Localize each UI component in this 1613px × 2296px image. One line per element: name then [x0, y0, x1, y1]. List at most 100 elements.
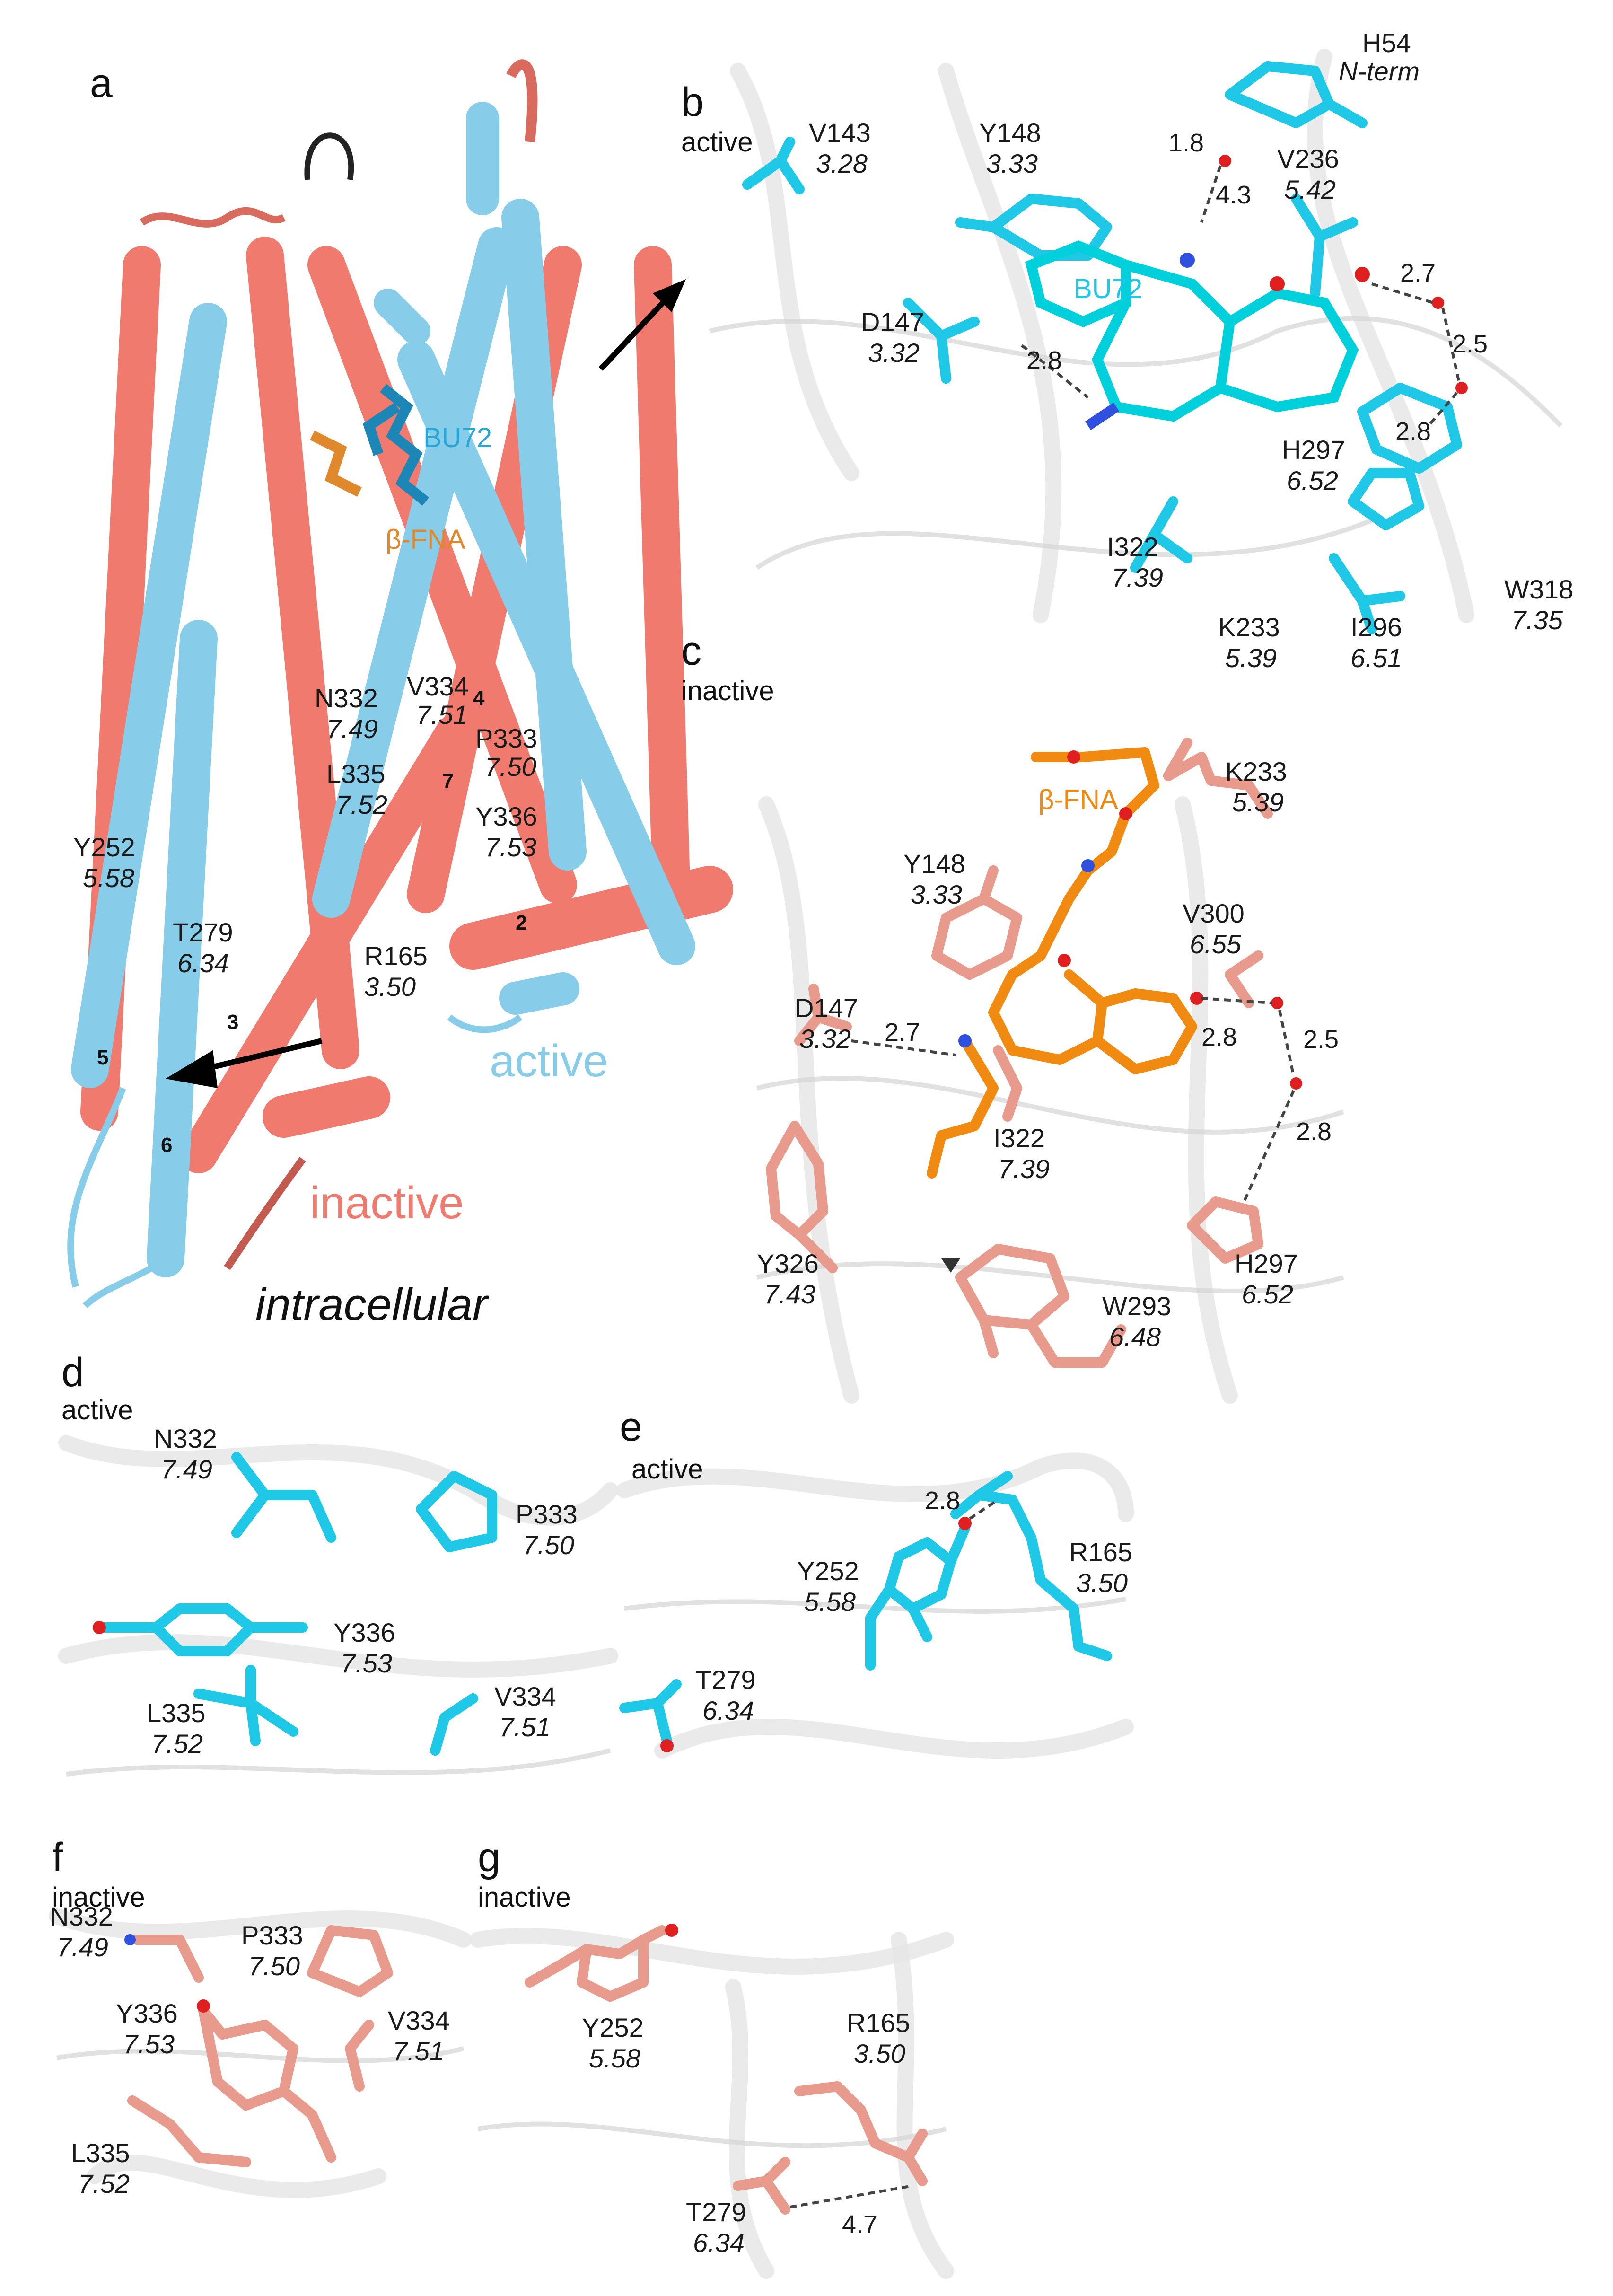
res-a-y252: Y252 — [73, 832, 135, 862]
bw-c-k233: 5.39 — [1232, 787, 1284, 817]
panel-e-state: active — [631, 1454, 703, 1485]
panel-d-letter: d — [61, 1350, 84, 1395]
res-i322-sticks — [1130, 496, 1192, 573]
dist-b-1: 1.8 — [1168, 129, 1204, 157]
bw-a-l335: 7.52 — [336, 790, 387, 819]
bw-a-y252: 5.58 — [83, 863, 134, 893]
res-c-k233: K233 — [1225, 757, 1287, 786]
bfna-label: β-FNA — [386, 524, 465, 555]
hbond-c-4 — [1243, 1090, 1295, 1203]
bw-b-h297: 6.52 — [1287, 466, 1338, 495]
res-c-y148-ring — [931, 865, 1022, 980]
helix-number-2: 2 — [516, 911, 527, 934]
res-c-y326-ring — [766, 1121, 838, 1273]
res-a-l335: L335 — [326, 759, 386, 789]
water-b-2 — [1455, 382, 1468, 394]
helix-number-6: 6 — [161, 1134, 172, 1157]
atom-f-n332-n — [124, 1934, 136, 1945]
res-v236-sticks — [1291, 194, 1358, 299]
panel-c-letter: c — [681, 628, 701, 674]
panel-e: e active 2.8 Y252 5.58 R165 3.50 T279 6.… — [616, 1404, 1134, 1759]
res-d-y336-ring — [99, 1603, 308, 1656]
res-g-r165: R165 — [847, 2008, 910, 2038]
active-helices — [67, 102, 695, 1309]
panel-f: f inactive N332 7.49 P333 7.50 Y336 7.53… — [49, 1835, 472, 2199]
hbond-b-1 — [1200, 165, 1222, 223]
panel-d-state: active — [61, 1395, 133, 1425]
res-a-y336: Y336 — [475, 801, 537, 831]
water-b-1 — [1432, 297, 1444, 309]
res-a-v334: V334 — [407, 671, 469, 701]
res-f-l335: L335 — [71, 2138, 130, 2168]
bw-b-h54: N-term — [1339, 56, 1420, 86]
res-g-y252-ring — [525, 1925, 667, 2002]
hbond-b-5 — [1427, 392, 1458, 427]
panel-b-state: active — [681, 127, 753, 158]
res-f-y336: Y336 — [116, 1998, 178, 2028]
res-a-t279: T279 — [173, 917, 233, 947]
res-d-y336: Y336 — [333, 1618, 395, 1647]
panel-d-background-ribbons — [58, 1435, 618, 1777]
res-d-v334-sticks — [430, 1693, 478, 1756]
res-c-i322-sticks — [993, 1045, 1022, 1122]
res-c-d147-sticks — [794, 984, 852, 1046]
water-c-1 — [1271, 997, 1283, 1009]
panel-f-background-ribbons — [49, 1908, 472, 2198]
bfna-label-c: β-FNA — [1038, 784, 1118, 815]
res-c-h297: H297 — [1235, 1249, 1298, 1278]
dist-b-4: 2.7 — [1400, 259, 1436, 287]
bw-g-r165: 3.50 — [854, 2039, 905, 2068]
res-d-n332-sticks — [231, 1452, 336, 1543]
dist-b-6: 2.8 — [1395, 417, 1431, 446]
bw-a-p333: 7.50 — [485, 752, 536, 782]
panel-d: d active N332 7.49 P333 7.50 Y336 7.53 L… — [58, 1350, 618, 1777]
res-c-y326: Y326 — [757, 1249, 819, 1278]
bw-b-y148: 3.33 — [986, 149, 1038, 178]
movement-arrow-bottom — [166, 1038, 323, 1088]
helix-number-7: 7 — [442, 769, 454, 792]
res-g-t279: T279 — [686, 2197, 746, 2227]
res-g-y252: Y252 — [582, 2013, 644, 2042]
res-f-p333-ring — [307, 1925, 393, 1997]
res-c-y148: Y148 — [903, 849, 965, 879]
res-d-p333: P333 — [516, 1499, 578, 1529]
res-f-v334: V334 — [388, 2006, 450, 2035]
res-c-w293-ring — [955, 1244, 1126, 1368]
panel-g-state: inactive — [478, 1882, 571, 1913]
res-d-l335: L335 — [147, 1698, 206, 1728]
res-f-l335-sticks — [127, 2095, 251, 2167]
bw-a-v334: 7.51 — [416, 700, 468, 730]
dist-c-1: 2.7 — [885, 1018, 920, 1047]
bw-c-y148: 3.33 — [911, 880, 962, 909]
dist-b-2: 4.3 — [1216, 181, 1251, 209]
dist-b-5: 2.5 — [1452, 330, 1488, 358]
state-active-label: active — [490, 1036, 608, 1086]
helix-number-5: 5 — [97, 1046, 108, 1069]
bw-a-t279: 6.34 — [177, 948, 229, 978]
res-f-n332: N332 — [50, 1901, 113, 1931]
ligand-bfna-c — [927, 747, 1203, 1179]
panel-b: b active 1.8 4.3 — [681, 28, 1573, 673]
ligand-bu72-sticks — [362, 384, 429, 506]
bw-a-n332: 7.49 — [326, 714, 378, 744]
bw-b-w318: 7.35 — [1511, 605, 1563, 635]
state-inactive-label: inactive — [310, 1178, 464, 1228]
panel-e-letter: e — [620, 1404, 642, 1450]
bw-b-k233: 5.39 — [1225, 643, 1277, 673]
res-e-y252: Y252 — [797, 1556, 859, 1586]
res-b-y148: Y148 — [979, 118, 1041, 148]
bu72-label-b: BU72 — [1074, 273, 1142, 304]
res-a-n332: N332 — [315, 683, 378, 713]
dist-g-1: 4.7 — [842, 2210, 877, 2239]
panel-a: a — [67, 59, 733, 1330]
res-f-v334-sticks — [345, 2020, 374, 2092]
panel-g-letter: g — [478, 1835, 500, 1880]
bw-c-h297: 6.52 — [1242, 1279, 1293, 1309]
res-c-k233-sticks — [1163, 738, 1273, 819]
dist-c-4: 2.8 — [1296, 1117, 1332, 1146]
bw-b-v236: 5.42 — [1284, 175, 1336, 204]
bw-f-v334: 7.51 — [393, 2036, 444, 2066]
res-f-y336-ring — [198, 2006, 336, 2163]
res-i296-sticks — [1329, 553, 1405, 634]
